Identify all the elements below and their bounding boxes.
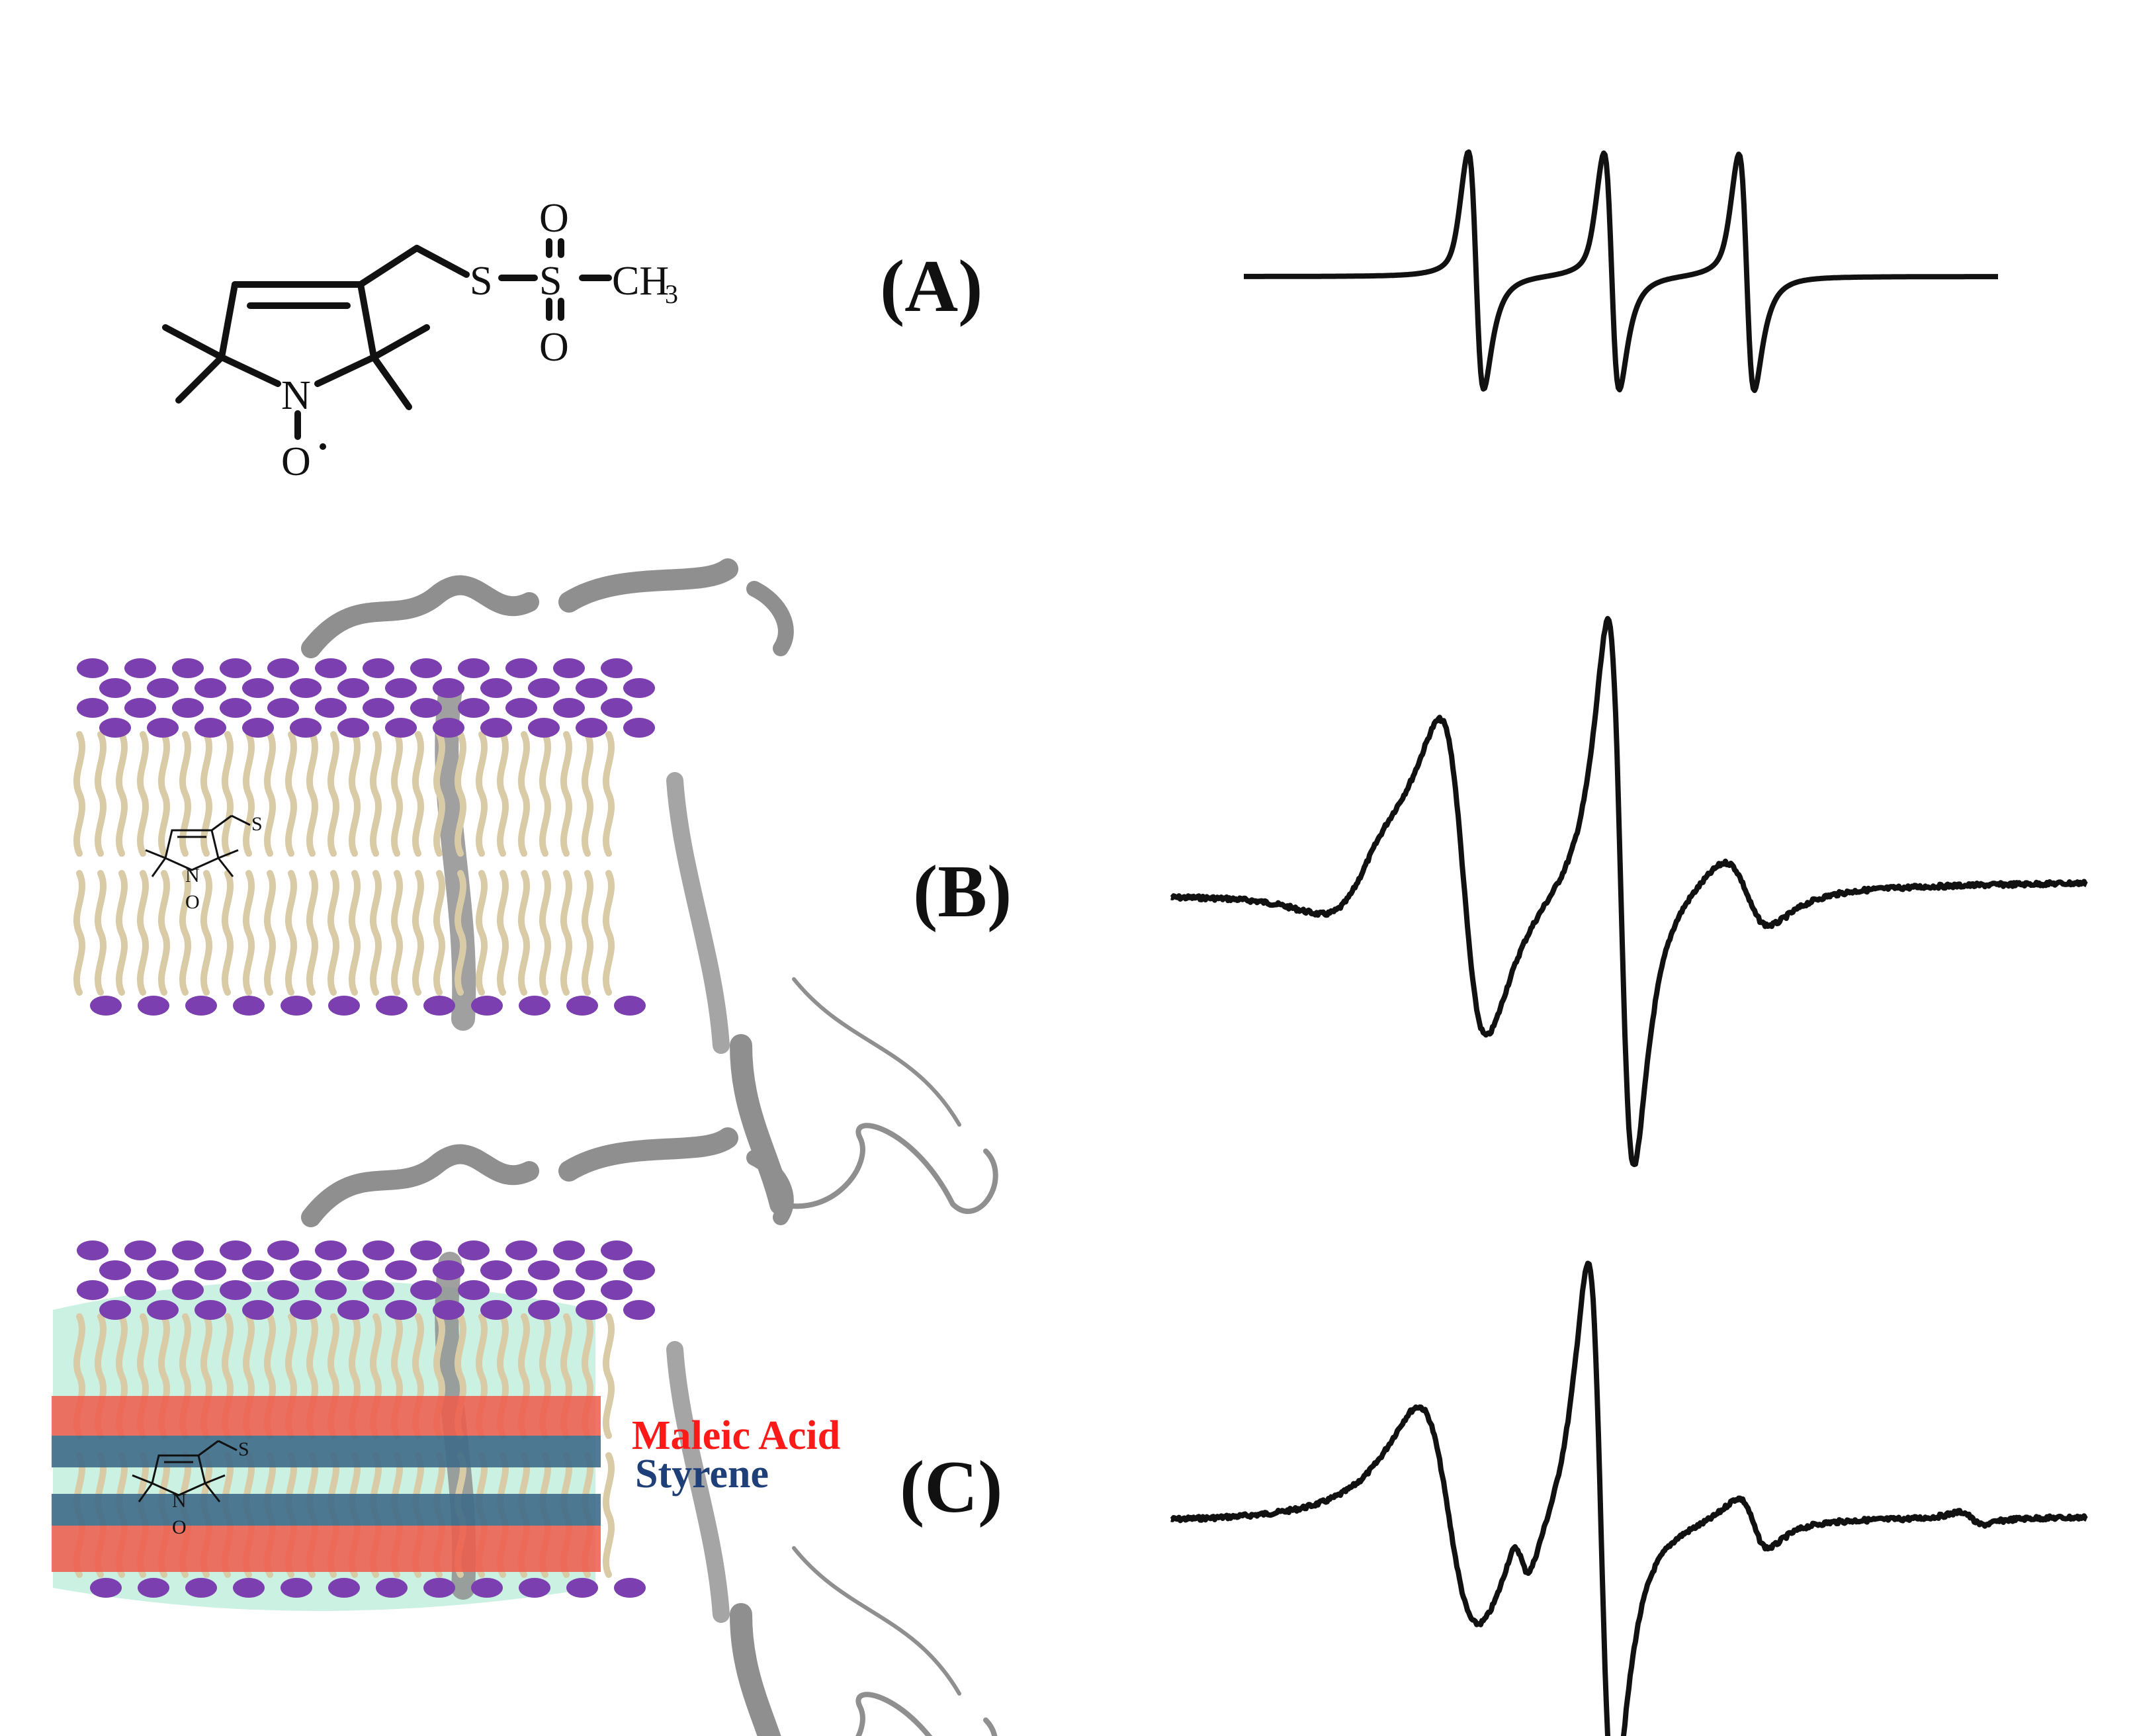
epr-spectrum-c bbox=[1170, 1260, 2088, 1736]
maleic-acid-band-top bbox=[52, 1396, 601, 1436]
lipid-headgroups bbox=[77, 1240, 655, 1598]
lipid-headgroups bbox=[77, 658, 655, 1016]
styrene-band-top bbox=[52, 1436, 601, 1467]
lipid-bilayer-icon bbox=[73, 658, 655, 1016]
lipid-tails bbox=[73, 731, 615, 996]
atom-methyl-subscript: 3 bbox=[665, 279, 678, 309]
epr-spectrum-a bbox=[1242, 149, 1999, 394]
spin-label-atoms: S NO bbox=[185, 813, 263, 913]
mtsl-atom-labels: S S O O CH 3 N O bbox=[281, 196, 678, 484]
atom-o-radical: O bbox=[281, 439, 311, 484]
nitroxide-spin-label-icon bbox=[132, 1440, 238, 1502]
spin-label-n: N bbox=[185, 865, 200, 887]
atom-methyl: CH bbox=[612, 259, 669, 304]
mtsl-structure bbox=[162, 238, 612, 440]
spin-label-s: S bbox=[238, 1438, 249, 1460]
maleic-acid-band-bottom bbox=[52, 1526, 601, 1572]
atom-s1: S bbox=[470, 259, 492, 304]
bilayer-illustration: S NO bbox=[73, 558, 998, 1215]
smalp-illustration: S NO bbox=[52, 1127, 998, 1736]
panel-label-b: (B) bbox=[913, 851, 1012, 933]
styrene-band-bottom bbox=[52, 1494, 601, 1526]
panel-label-c: (C) bbox=[900, 1446, 1002, 1528]
atom-s2: S bbox=[539, 259, 562, 304]
spin-label-n: N bbox=[172, 1490, 187, 1512]
spin-label-o: O bbox=[185, 891, 200, 913]
spin-label-atoms: S NO bbox=[172, 1438, 249, 1538]
atom-o-bottom: O bbox=[539, 325, 569, 370]
spin-label-o: O bbox=[172, 1516, 187, 1538]
panel-label-a: (A) bbox=[880, 245, 982, 327]
legend-maleic-acid: Maleic Acid bbox=[632, 1413, 840, 1458]
spin-label-s: S bbox=[251, 813, 263, 835]
legend-styrene: Styrene bbox=[635, 1452, 769, 1497]
atom-o-top: O bbox=[539, 196, 569, 241]
nitroxide-spin-label-icon bbox=[145, 814, 251, 877]
radical-dot bbox=[320, 443, 326, 450]
epr-spectrum-b bbox=[1170, 616, 2088, 1168]
atom-n: N bbox=[281, 373, 311, 418]
